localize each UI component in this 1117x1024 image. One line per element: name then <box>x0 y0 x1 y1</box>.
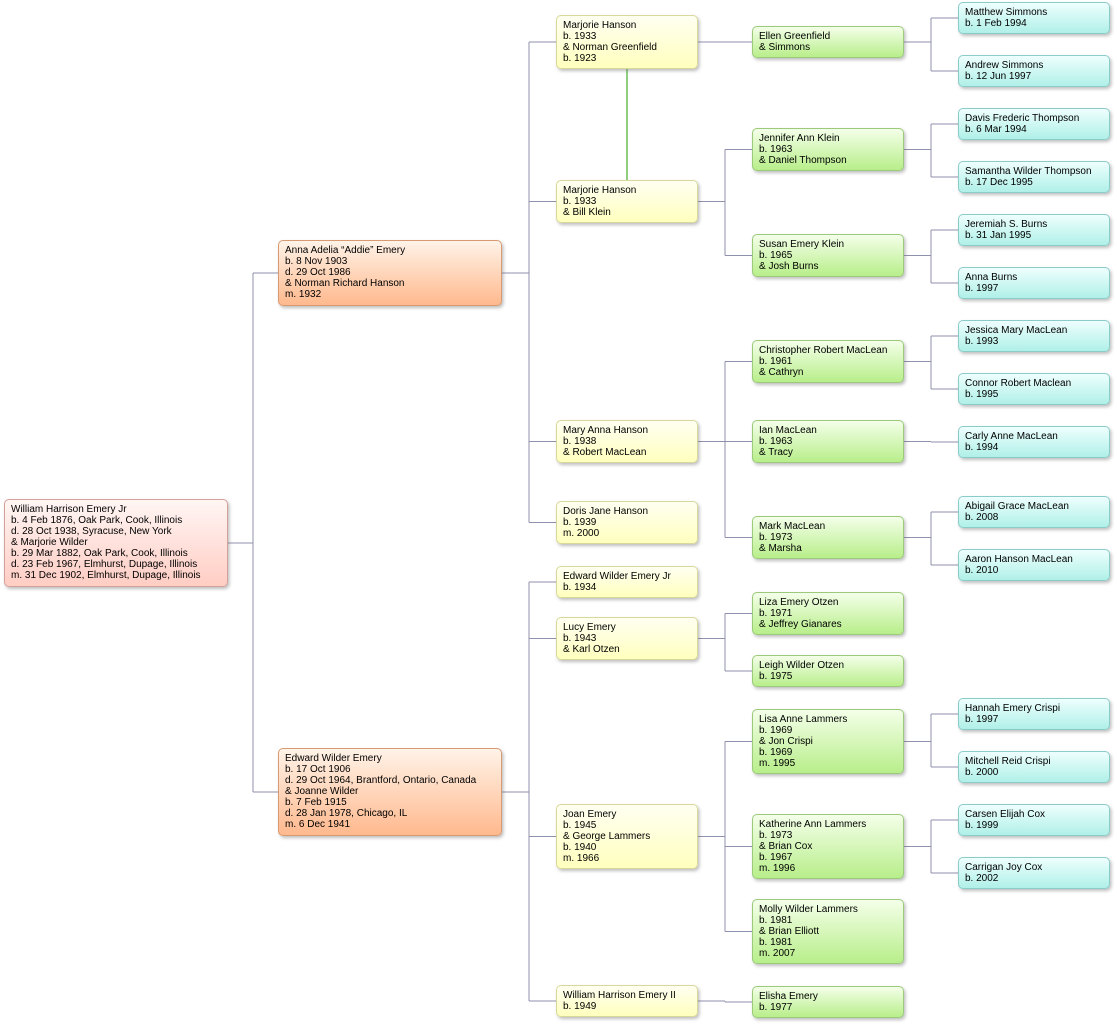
person-node-william-harrison-emery-jr[interactable]: William Harrison Emery Jr b. 4 Feb 1876,… <box>4 499 228 587</box>
person-node-lucy-emery[interactable]: Lucy Emery b. 1943 & Karl Otzen <box>556 617 698 660</box>
person-node-molly-wilder-lammers[interactable]: Molly Wilder Lammers b. 1981 & Brian Ell… <box>752 899 904 964</box>
person-node-ian-maclean[interactable]: Ian MacLean b. 1963 & Tracy <box>752 420 904 463</box>
person-node-leigh-wilder-otzen[interactable]: Leigh Wilder Otzen b. 1975 <box>752 655 904 687</box>
person-node-aaron-hanson-maclean[interactable]: Aaron Hanson MacLean b. 2010 <box>958 549 1110 581</box>
person-node-edward-wilder-emery[interactable]: Edward Wilder Emery b. 17 Oct 1906 d. 29… <box>278 748 502 836</box>
person-node-samantha-wilder-thompson[interactable]: Samantha Wilder Thompson b. 17 Dec 1995 <box>958 161 1110 193</box>
person-node-liza-emery-otzen[interactable]: Liza Emery Otzen b. 1971 & Jeffrey Giana… <box>752 592 904 635</box>
person-node-mary-anna-hanson[interactable]: Mary Anna Hanson b. 1938 & Robert MacLea… <box>556 420 698 463</box>
person-node-marjorie-hanson-greenfield[interactable]: Marjorie Hanson b. 1933 & Norman Greenfi… <box>556 15 698 69</box>
person-node-jennifer-ann-klein[interactable]: Jennifer Ann Klein b. 1963 & Daniel Thom… <box>752 128 904 171</box>
person-node-connor-robert-maclean[interactable]: Connor Robert Maclean b. 1995 <box>958 373 1110 405</box>
person-node-marjorie-hanson-klein[interactable]: Marjorie Hanson b. 1933 & Bill Klein <box>556 180 698 223</box>
person-node-william-harrison-emery-ii[interactable]: William Harrison Emery II b. 1949 <box>556 985 698 1017</box>
person-node-anna-adelia-addie-emery[interactable]: Anna Adelia “Addie” Emery b. 8 Nov 1903 … <box>278 240 502 306</box>
person-node-jessica-mary-maclean[interactable]: Jessica Mary MacLean b. 1993 <box>958 320 1110 352</box>
person-node-carrigan-joy-cox[interactable]: Carrigan Joy Cox b. 2002 <box>958 857 1110 889</box>
person-node-anna-burns[interactable]: Anna Burns b. 1997 <box>958 267 1110 299</box>
person-node-carly-anne-maclean[interactable]: Carly Anne MacLean b. 1994 <box>958 426 1110 458</box>
person-node-joan-emery[interactable]: Joan Emery b. 1945 & George Lammers b. 1… <box>556 804 698 869</box>
person-node-doris-jane-hanson[interactable]: Doris Jane Hanson b. 1939 m. 2000 <box>556 501 698 544</box>
person-node-edward-wilder-emery-jr[interactable]: Edward Wilder Emery Jr b. 1934 <box>556 566 698 598</box>
person-node-jeremiah-s-burns[interactable]: Jeremiah S. Burns b. 31 Jan 1995 <box>958 214 1110 246</box>
person-node-matthew-simmons[interactable]: Matthew Simmons b. 1 Feb 1994 <box>958 2 1110 34</box>
person-node-christopher-robert-maclean[interactable]: Christopher Robert MacLean b. 1961 & Cat… <box>752 340 904 383</box>
person-node-lisa-anne-lammers[interactable]: Lisa Anne Lammers b. 1969 & Jon Crispi b… <box>752 709 904 774</box>
person-node-hannah-emery-crispi[interactable]: Hannah Emery Crispi b. 1997 <box>958 698 1110 730</box>
person-node-abigail-grace-maclean[interactable]: Abigail Grace MacLean b. 2008 <box>958 496 1110 528</box>
person-node-ellen-greenfield[interactable]: Ellen Greenfield & Simmons <box>752 26 904 58</box>
person-node-davis-frederic-thompson[interactable]: Davis Frederic Thompson b. 6 Mar 1994 <box>958 108 1110 140</box>
person-node-carsen-elijah-cox[interactable]: Carsen Elijah Cox b. 1999 <box>958 804 1110 836</box>
person-node-katherine-ann-lammers[interactable]: Katherine Ann Lammers b. 1973 & Brian Co… <box>752 814 904 879</box>
person-node-mitchell-reid-crispi[interactable]: Mitchell Reid Crispi b. 2000 <box>958 751 1110 783</box>
person-node-mark-maclean[interactable]: Mark MacLean b. 1973 & Marsha <box>752 516 904 559</box>
person-node-susan-emery-klein[interactable]: Susan Emery Klein b. 1965 & Josh Burns <box>752 234 904 277</box>
person-node-elisha-emery[interactable]: Elisha Emery b. 1977 <box>752 986 904 1018</box>
person-node-andrew-simmons[interactable]: Andrew Simmons b. 12 Jun 1997 <box>958 55 1110 87</box>
